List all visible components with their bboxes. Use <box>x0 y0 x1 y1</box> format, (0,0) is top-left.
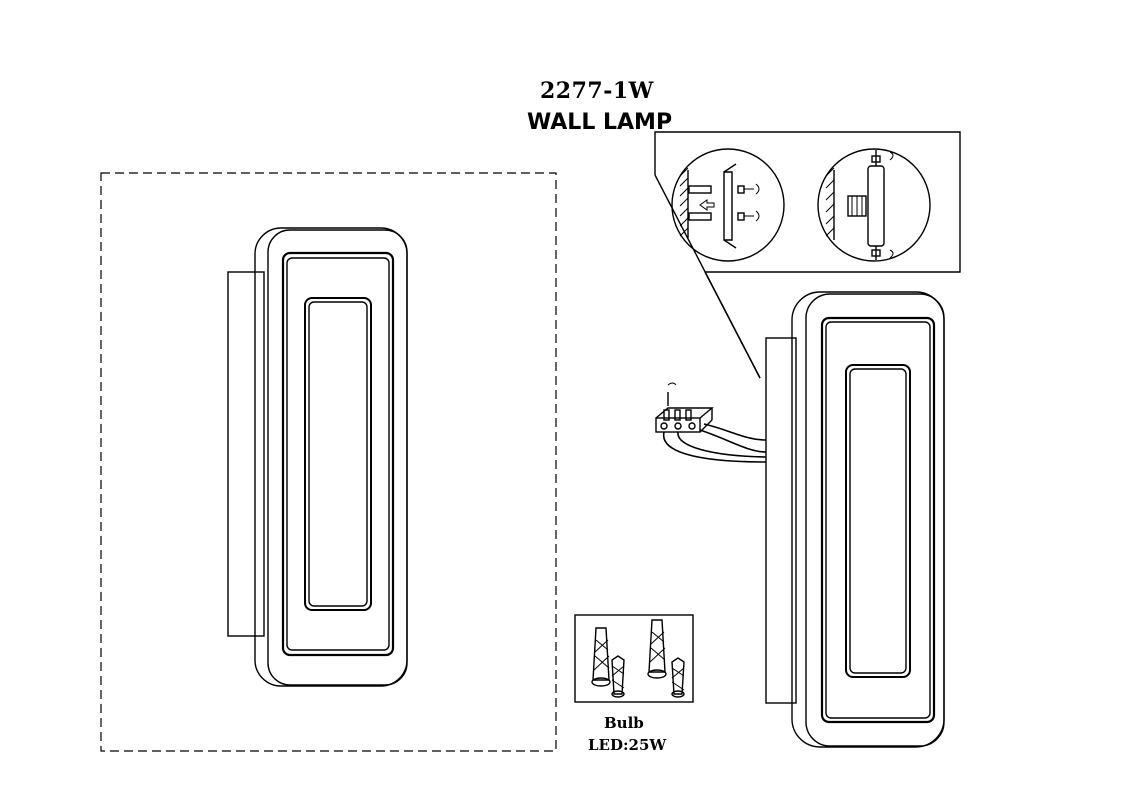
side-diffuser-inner <box>849 368 907 674</box>
detail-callout <box>654 131 961 379</box>
diffuser-panel-inner <box>308 301 368 607</box>
callout-outline <box>654 131 961 273</box>
side-view <box>765 291 945 748</box>
detail-fixture-attached <box>817 148 931 262</box>
lamp-frame-inner <box>286 257 390 651</box>
side-body-front <box>805 293 945 747</box>
side-body-outer <box>791 291 945 748</box>
dimension-frame <box>100 172 557 752</box>
terminal-block <box>655 382 767 463</box>
hardware-kit <box>574 614 694 703</box>
hardware-box <box>574 614 694 703</box>
side-diffuser <box>845 364 911 678</box>
lamp-body-outer <box>254 227 408 687</box>
screw-icon <box>611 655 625 698</box>
diffuser-panel <box>304 297 372 611</box>
front-view <box>100 172 557 752</box>
wall-plate <box>227 271 265 637</box>
side-wall-plate <box>765 337 797 704</box>
side-frame-inner <box>825 321 931 719</box>
bulb-label: Bulb <box>604 714 644 732</box>
product-title: WALL LAMP <box>527 110 673 135</box>
model-number: 2277-1W <box>540 78 654 104</box>
bulb-spec: LED:25W <box>588 736 667 754</box>
screw-icon <box>671 657 685 698</box>
wall-anchor-icon <box>591 627 611 687</box>
wall-anchor-icon <box>647 619 667 679</box>
lamp-body-front <box>267 229 408 686</box>
side-frame <box>820 316 936 724</box>
callout-leader-bottom <box>704 271 761 379</box>
lamp-frame <box>281 251 395 657</box>
detail-bracket-mounting <box>671 148 785 262</box>
